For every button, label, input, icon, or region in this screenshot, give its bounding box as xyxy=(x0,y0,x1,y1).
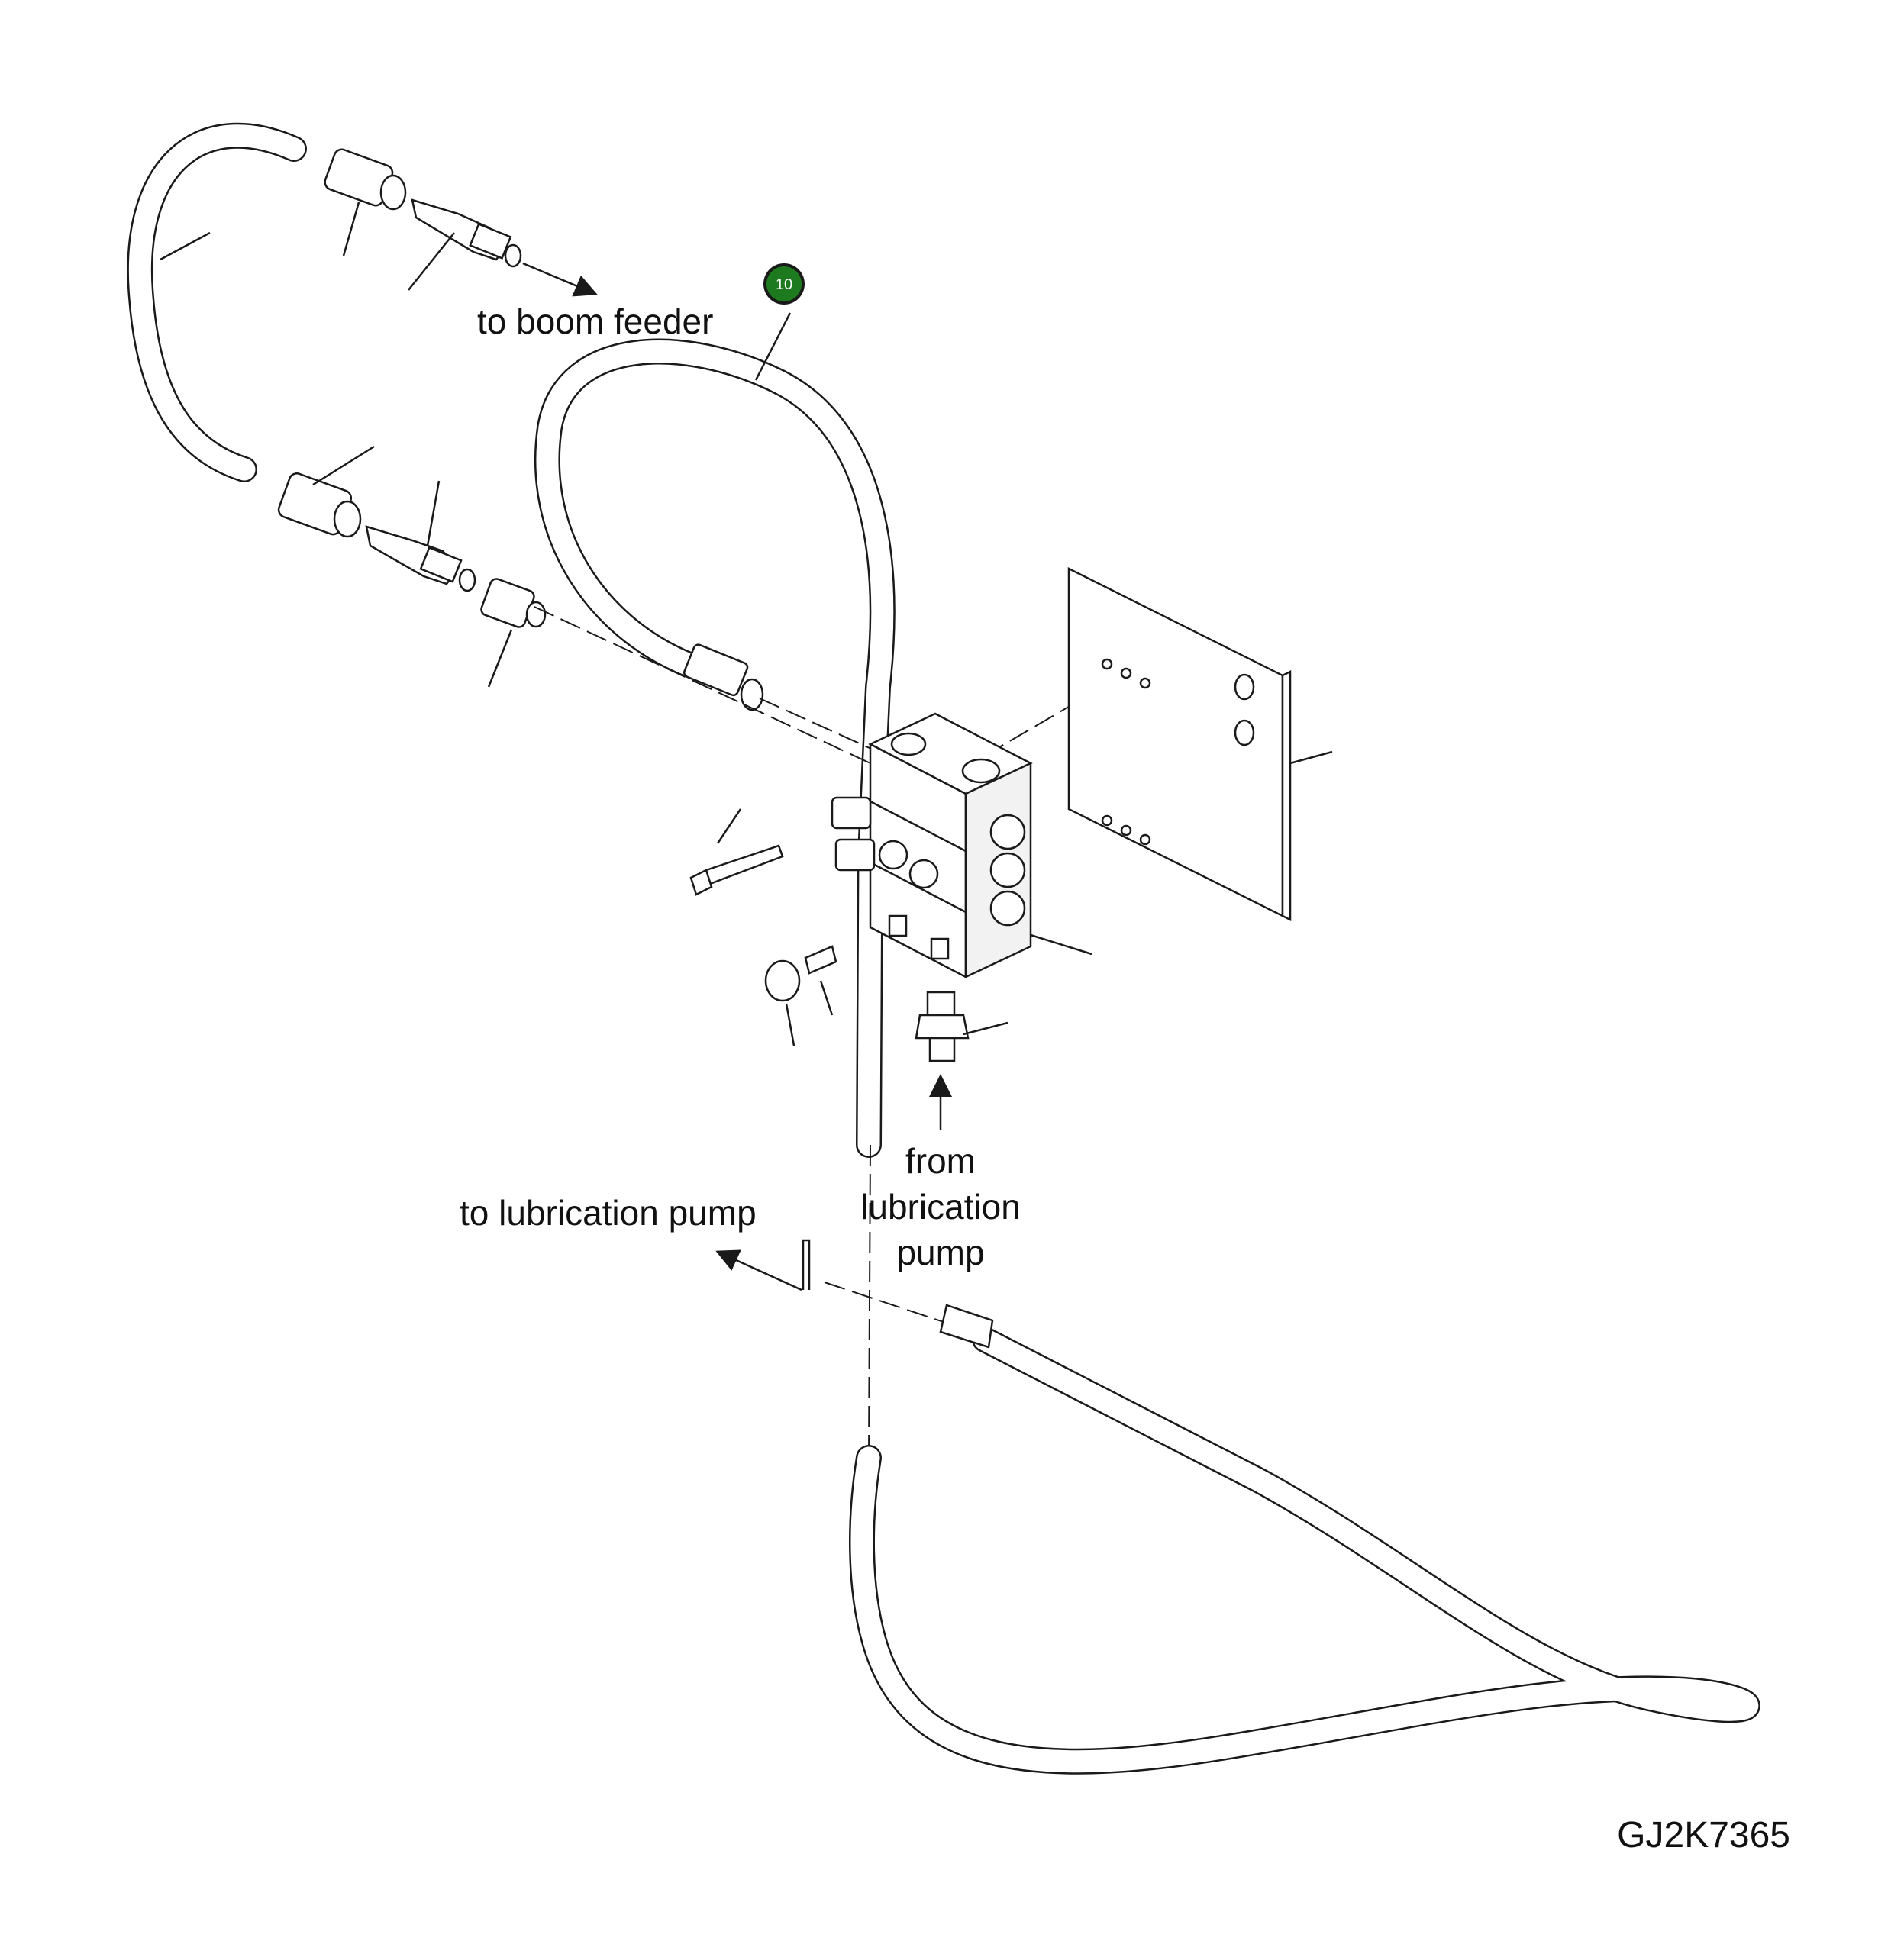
grease-cap xyxy=(764,959,801,1046)
fitting-nipple-lower xyxy=(365,480,476,592)
assembly-line-4 xyxy=(868,1144,871,1459)
inlet-fitting xyxy=(915,991,1008,1062)
label-from-lubrication-pump-line3: pump xyxy=(896,1233,984,1272)
hose-end-fitting xyxy=(683,643,764,711)
hose-lower-fitting xyxy=(939,1304,994,1349)
assembly-line-5 xyxy=(824,1282,963,1329)
distributor-block xyxy=(831,712,1092,979)
label-from-lubrication-pump-line2: lubrication xyxy=(860,1187,1021,1227)
fitting-nut-lower xyxy=(277,445,375,538)
label-from-lubrication-pump-line1: from xyxy=(905,1141,976,1181)
break-mark xyxy=(802,1239,811,1290)
arrow-to-boom-feeder xyxy=(522,262,598,297)
grease-nipple xyxy=(804,945,837,1016)
fitting-nut-upper xyxy=(324,148,407,256)
callout-number: 10 xyxy=(776,276,792,293)
fitting-nipple-upper xyxy=(408,198,522,291)
arrow-to-lubrication-pump xyxy=(715,1249,802,1291)
hose-center-loop xyxy=(534,312,896,1158)
hose-boom-feeder xyxy=(127,122,307,482)
hose-lower xyxy=(848,1327,1760,1775)
assembly-line-2 xyxy=(759,698,879,753)
callout-10[interactable]: 10 xyxy=(763,263,805,305)
label-to-boom-feeder: to boom feeder xyxy=(477,301,713,341)
assembly-line-1 xyxy=(534,606,871,764)
callout-badge xyxy=(766,266,802,301)
fitting-adapter xyxy=(480,578,547,688)
mounting-bolt xyxy=(689,808,784,896)
mounting-plate xyxy=(1067,566,1333,922)
drawing-code: GJ2K7365 xyxy=(1617,1815,1790,1855)
label-to-lubrication-pump: to lubrication pump xyxy=(460,1193,757,1233)
